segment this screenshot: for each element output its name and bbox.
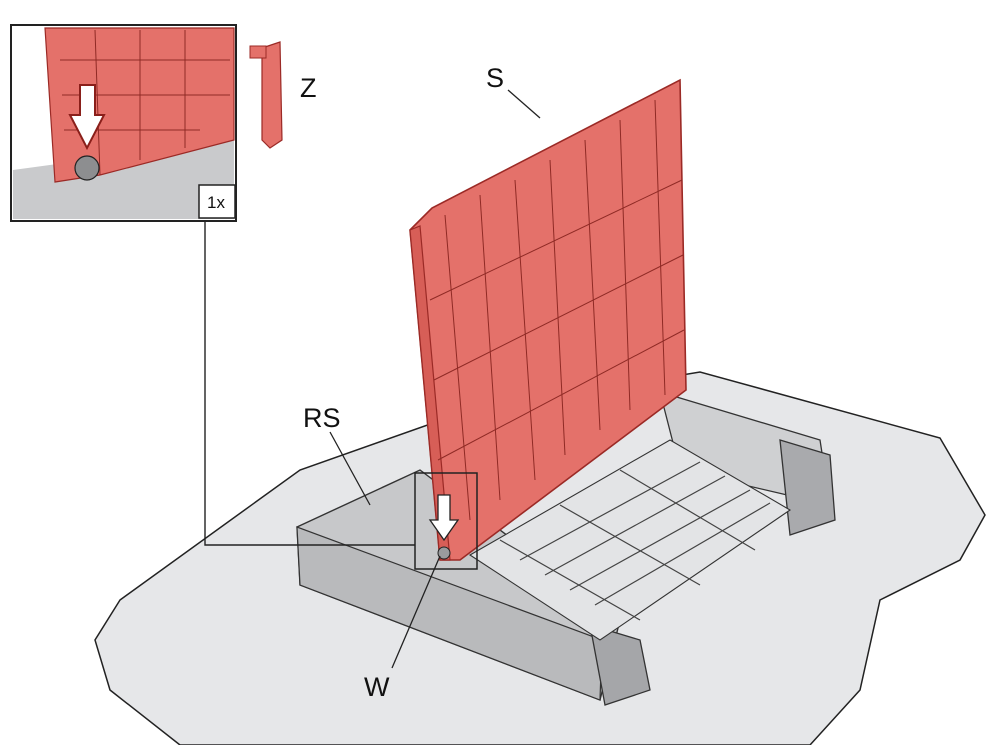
leader-s [507,89,541,119]
leader-rs [329,431,371,506]
side-panel [409,78,687,561]
connector-detail [414,472,478,570]
base-frame [296,391,836,706]
label-s: S [486,63,504,93]
tray-grid [499,461,771,621]
inset-zoom: 1x [10,24,237,222]
leader-w [391,555,441,669]
label-z: Z [300,73,317,103]
down-arrow-large [68,84,106,151]
quantity-badge [198,184,236,219]
inset-leader-line [204,221,415,546]
label-w: W [364,672,390,702]
panel-ribs [429,99,685,521]
label-rs: RS [303,403,341,433]
detail-frame [414,472,478,570]
quantity-label: 1x [207,193,225,212]
down-arrow-small [428,494,460,542]
clip-part-z [249,41,283,149]
